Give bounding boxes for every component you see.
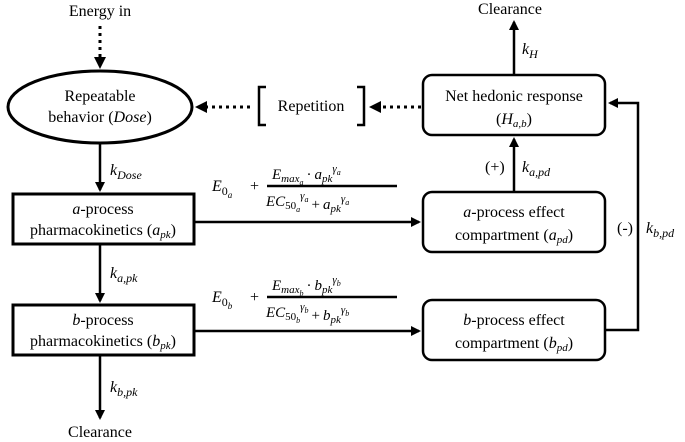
clearance-bottom-label: Clearance [68, 424, 132, 441]
behavior-line1: Repeatable [64, 88, 135, 105]
apk-line1: a-process [72, 201, 133, 218]
repetition-label: Repetition [278, 98, 345, 115]
eq-b-plus: + [250, 289, 259, 306]
apd-line2: compartment (apd) [455, 227, 573, 246]
energy-in-label: Energy in [69, 3, 131, 20]
eq-a-e0: E0a [211, 178, 233, 200]
bpd-line2: compartment (bpd) [455, 335, 573, 354]
eq-a-plus: + [250, 178, 259, 195]
bpd-line1: b-process effect [463, 312, 565, 329]
plus-sign-label: (+) [485, 159, 505, 176]
kbpk-label: kb,pk [110, 379, 138, 399]
eq-a-numerator: Emaxa·apkγa [271, 163, 341, 187]
kapd-label: ka,pd [522, 159, 551, 179]
b-process-emax-equation: E0b + Emaxb·bpkγb EC50bγb+bpkγb [211, 274, 397, 326]
eq-b-e0: E0b [211, 289, 233, 311]
clearance-top-label: Clearance [478, 1, 542, 18]
repeatable-behavior-node [6, 69, 194, 145]
apd-line1: a-process effect [463, 204, 565, 221]
repetition-bracket-left [257, 85, 266, 127]
kdose-label: kDose [110, 162, 142, 182]
kbpd-label: kb,pd [646, 220, 675, 240]
eq-b-numerator: Emaxb·bpkγb [271, 274, 341, 298]
bpk-line2: pharmacokinetics (bpk) [30, 333, 176, 352]
hedonic-line1: Net hedonic response [445, 88, 583, 105]
apk-line2: pharmacokinetics (apk) [30, 222, 176, 241]
eq-b-denominator: EC50bγb+bpkγb [265, 301, 349, 326]
behavior-line2: behavior (Dose) [48, 109, 152, 126]
a-process-pk-node [11, 192, 196, 246]
kbpd-arrow [605, 98, 640, 332]
repetition-bracket-right [357, 85, 366, 127]
kh-label: kH [522, 41, 539, 61]
a-process-emax-equation: E0a + Emaxa·apkγa EC50aγa+apkγa [211, 163, 397, 215]
bpk-line1: b-process [72, 312, 133, 329]
kapk-label: ka,pk [110, 265, 138, 285]
minus-sign-label: (-) [617, 220, 633, 237]
eq-a-denominator: EC50aγa+apkγa [265, 190, 349, 215]
